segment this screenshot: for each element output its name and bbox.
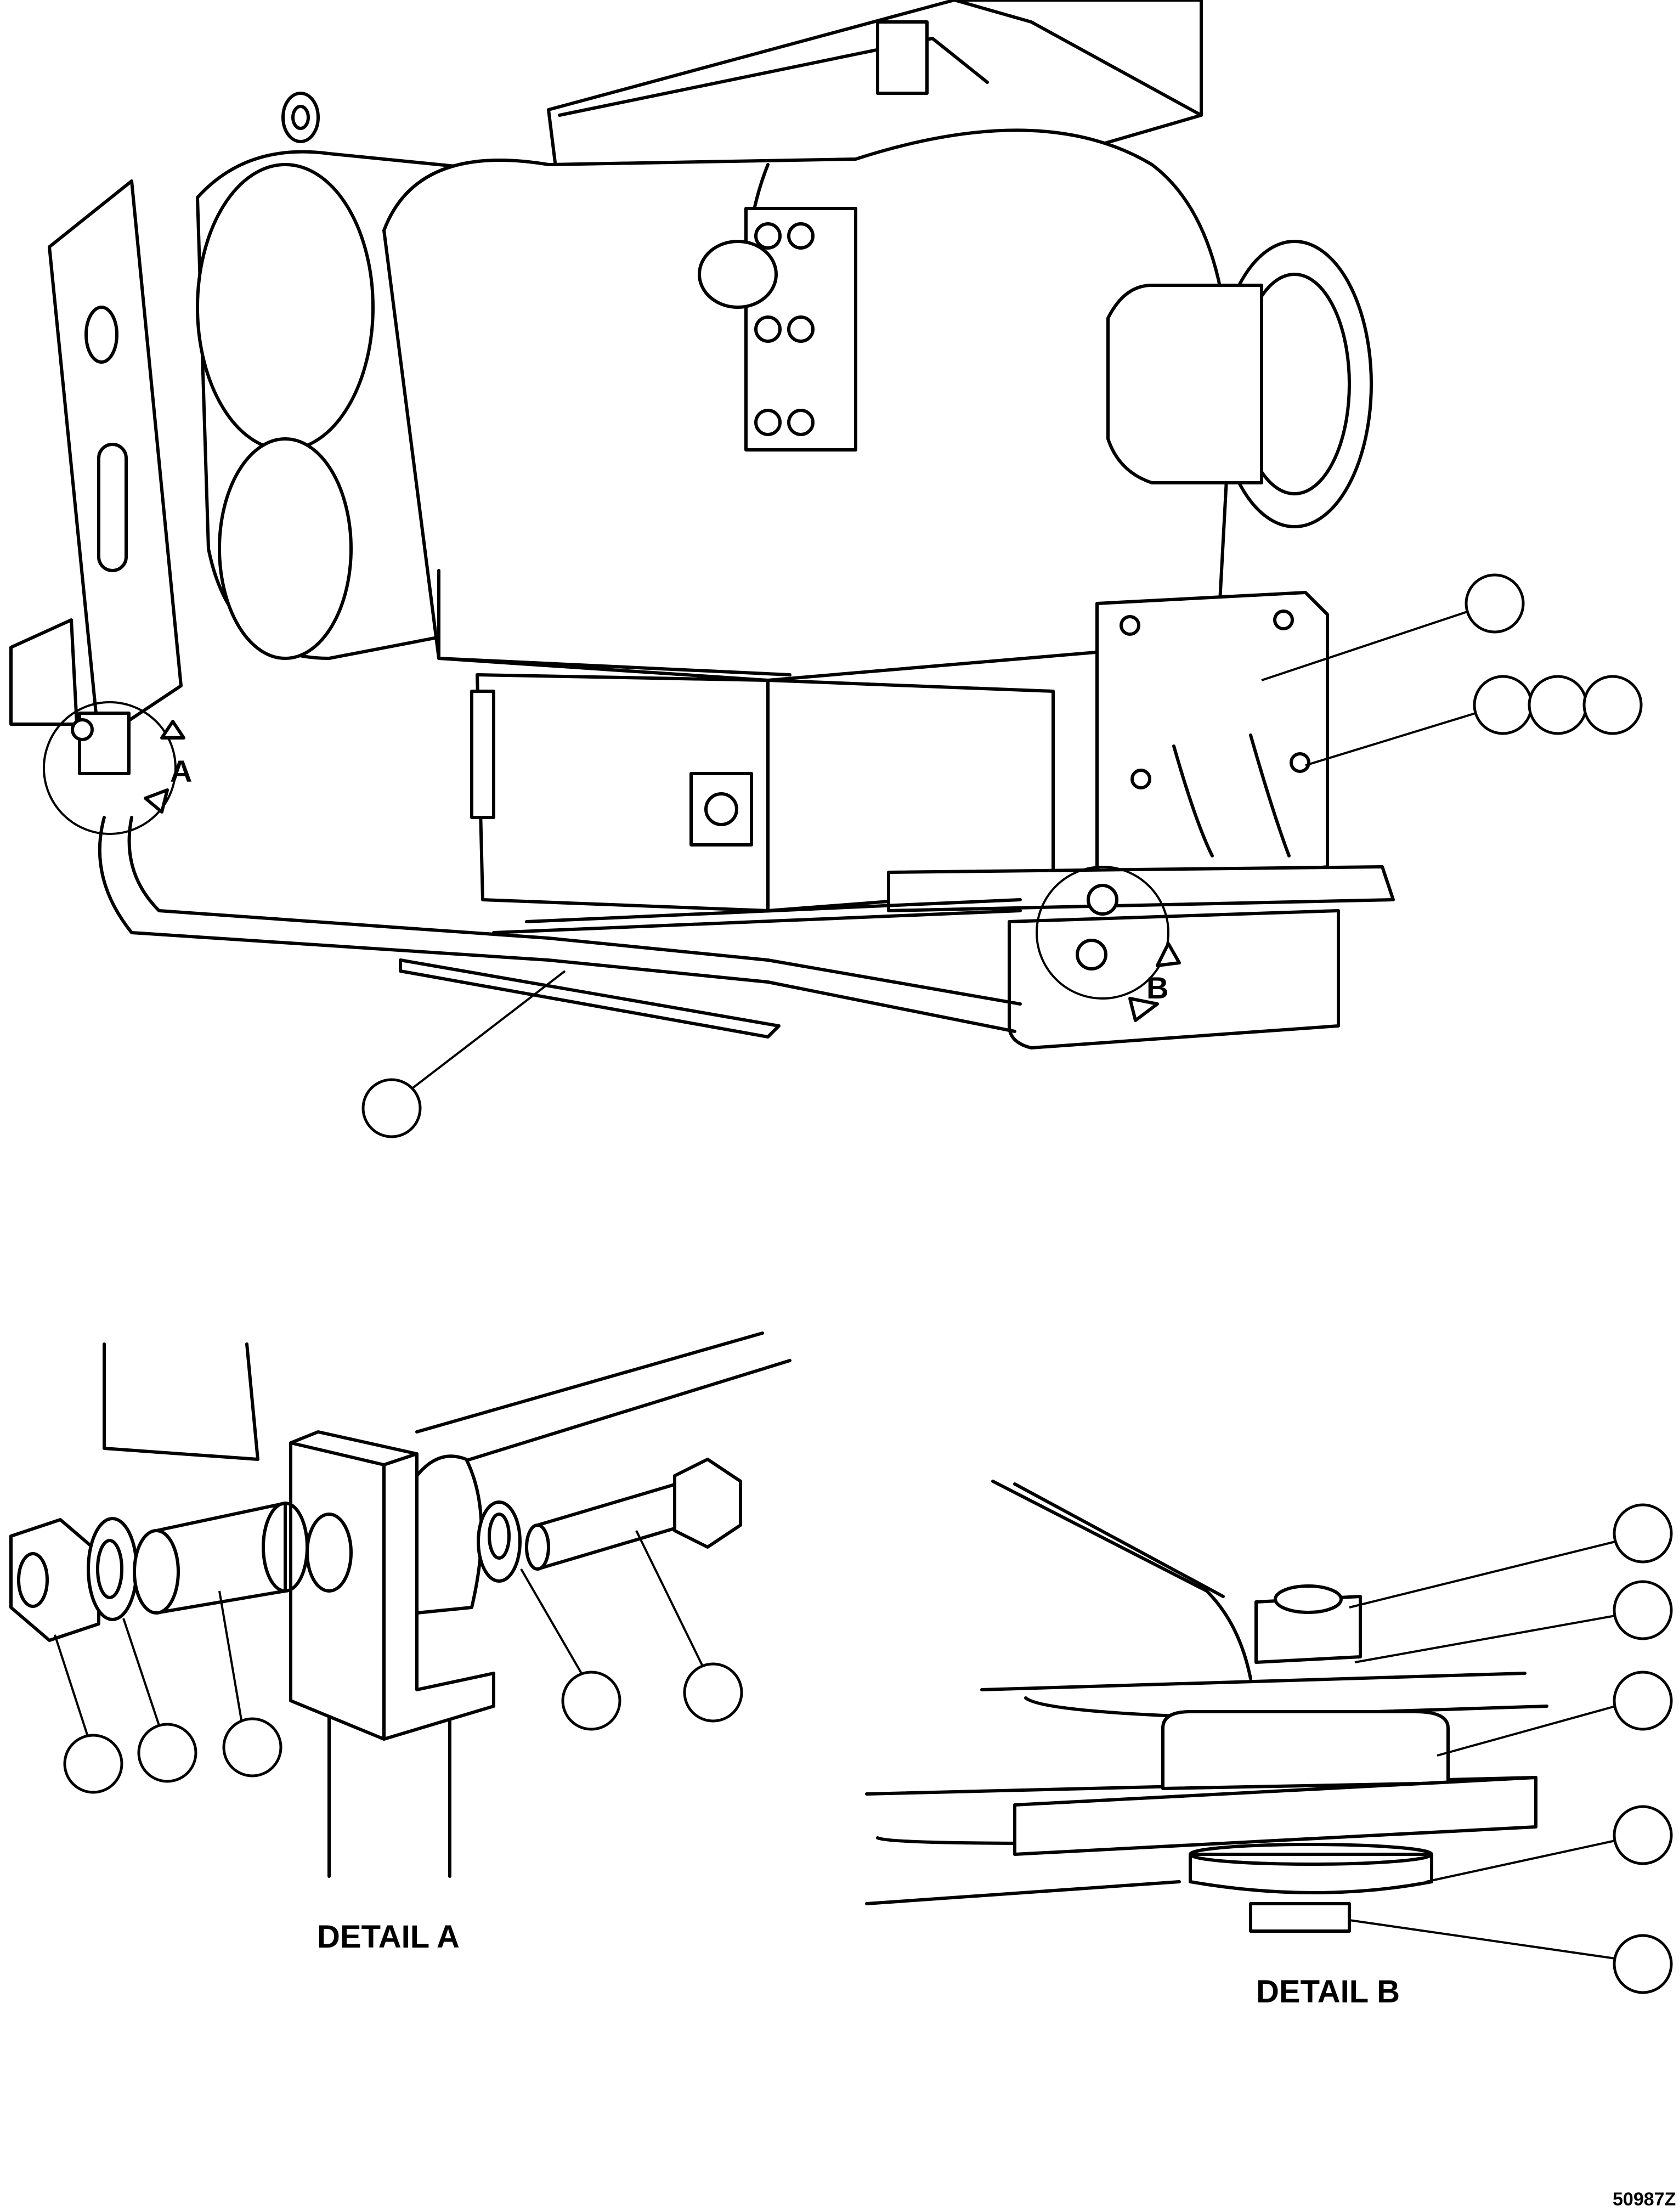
callout-bubble (1613, 1934, 1673, 1994)
callout-bubble (683, 1662, 743, 1723)
right-support-bracket (1095, 591, 1329, 890)
bottom-nut (1249, 1902, 1351, 1933)
callout-bubble (1613, 1503, 1673, 1564)
detail-a-title: DETAIL A (317, 1919, 460, 1955)
front-flange (698, 207, 857, 452)
callout-bubble (561, 1671, 621, 1731)
callout-bubble (1613, 1671, 1673, 1731)
detail-a-callouts (54, 1530, 743, 1794)
drawing-number: 50987Z (1613, 2189, 1676, 2210)
detail-b-view: DETAIL B (865, 1480, 1673, 2010)
detail-b-title: DETAIL B (1256, 1974, 1400, 2010)
callout-bubble (1528, 675, 1588, 735)
tubular-frame (98, 816, 1022, 1039)
hex-bolt (525, 1458, 742, 1571)
left-mounting-plate (9, 179, 183, 742)
detail-b-marker-label: B (1146, 970, 1168, 1005)
mount-plate (1013, 1776, 1537, 1856)
angle-bracket (289, 1430, 495, 1741)
callout-bubble (63, 1734, 123, 1794)
callout-bubble (1613, 1580, 1673, 1640)
detail-a-marker: A (43, 701, 192, 835)
detail-b-callouts (1349, 1503, 1673, 1994)
bolt-washer (477, 1500, 522, 1583)
callout-bubble (222, 1717, 282, 1778)
callout-bubble (1473, 675, 1533, 735)
small-washer (281, 92, 320, 143)
detail-b-marker: B (1036, 866, 1181, 1022)
top-nut (1254, 1584, 1362, 1664)
flat-washer (87, 1517, 138, 1621)
main-callouts (361, 573, 1643, 1138)
spacer-bushing (133, 1502, 309, 1615)
callout-bubble (361, 1078, 422, 1138)
detail-a-view: DETAIL A (9, 1331, 792, 1955)
lower-washer (1189, 1843, 1433, 1894)
hex-nut (9, 1518, 100, 1642)
main-assembly-view: A B (9, 0, 1643, 1138)
callout-bubble (1582, 675, 1643, 735)
callout-bubble (1613, 1805, 1673, 1865)
pivot-eye (415, 1454, 483, 1615)
callout-bubble (137, 1723, 197, 1783)
detail-a-marker-label: A (170, 754, 192, 788)
isolator-mount (1161, 1710, 1450, 1790)
callout-bubble (1465, 573, 1525, 634)
